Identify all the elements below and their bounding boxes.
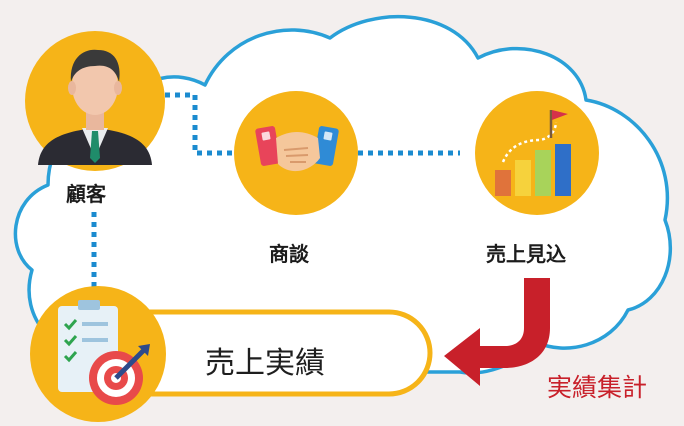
deal-node xyxy=(234,91,358,215)
deal-label: 商談 xyxy=(269,242,309,266)
growth-chart-flag-icon xyxy=(495,110,571,196)
actual-node xyxy=(30,286,166,422)
handshake-icon xyxy=(255,126,339,172)
connectors xyxy=(91,92,460,300)
forecast-node xyxy=(475,91,599,215)
customer-node xyxy=(25,31,165,171)
checklist-target-icon xyxy=(58,300,150,405)
aggregate-label: 実績集計 xyxy=(547,373,648,402)
connector-customer-deal xyxy=(165,92,234,156)
forecast-label: 売上見込 xyxy=(486,242,566,266)
customer-label: 顧客 xyxy=(66,182,106,206)
businessman-icon xyxy=(38,49,152,165)
curved-arrow-down-left-icon xyxy=(444,278,550,386)
actual-label: 売上実績 xyxy=(205,346,325,381)
